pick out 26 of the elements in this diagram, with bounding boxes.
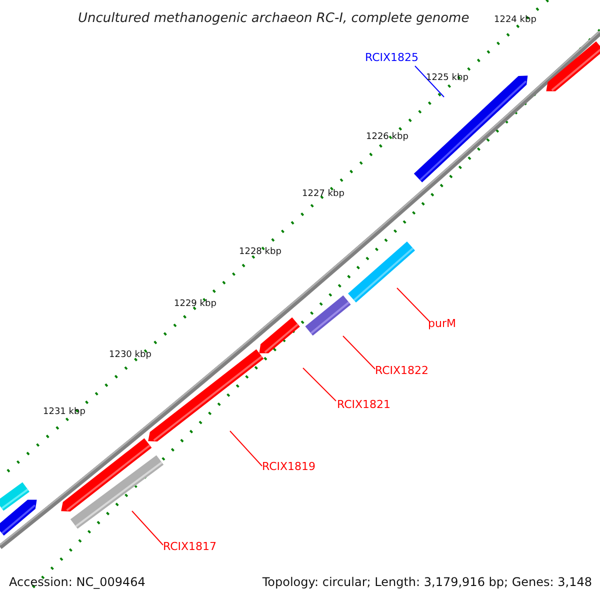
gene-label: RCIX1817	[163, 541, 217, 552]
scale-label: 1224 kbp	[494, 16, 536, 25]
scale-label: 1228 kbp	[239, 248, 282, 257]
scale-label: 1225 kbp	[426, 74, 468, 83]
gene-feature	[348, 242, 415, 302]
gene-label: RCIX1821	[337, 399, 391, 410]
gene-label: purM	[428, 318, 456, 329]
gene-feature	[70, 455, 164, 529]
leader-line	[342, 336, 376, 370]
info-text: Accession: NC_009464	[9, 576, 146, 588]
scale-label: 1231 kbp	[43, 408, 86, 417]
title: Uncultured methanogenic archaeon RC-I, complete genome	[78, 12, 470, 25]
scale-label: 1230 kbp	[109, 351, 152, 360]
gene-feature	[259, 317, 300, 354]
leader-line	[396, 288, 430, 322]
leader-line	[230, 430, 262, 466]
leader-line	[414, 66, 444, 98]
gene-feature	[305, 295, 351, 336]
info-text: Topology: circular; Length: 3,179,916 bp; Genes: 3,148	[262, 576, 592, 588]
leader-line	[302, 368, 336, 402]
gene-label: RCIX1822	[375, 365, 429, 376]
gene-label: RCIX1825	[365, 52, 419, 63]
scale-label: 1229 kbp	[174, 300, 216, 309]
gene-label: RCIX1819	[262, 461, 316, 472]
scale-label: 1227 kbp	[302, 190, 344, 199]
leader-line	[132, 510, 164, 546]
